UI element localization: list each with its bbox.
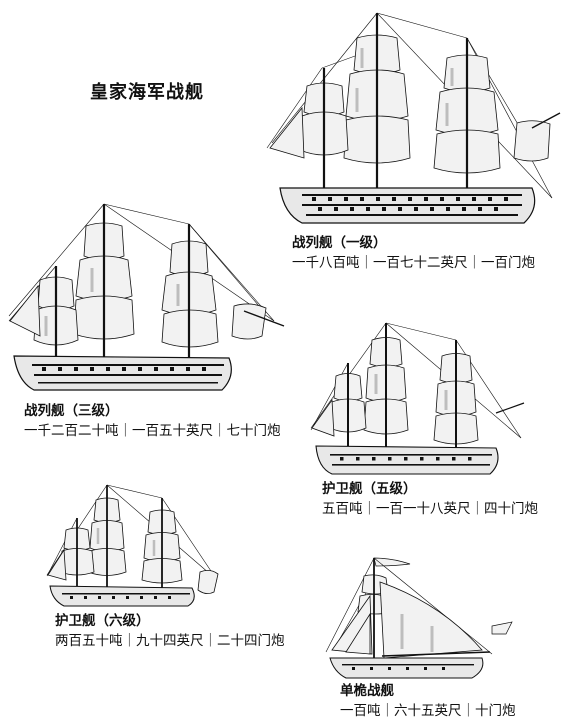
ship-illustration-first-rate (262, 8, 562, 233)
caption-first-rate: 战列舰（一级） 一千八百吨｜一百七十二英尺｜一百门炮 (292, 234, 535, 273)
caption-third-rate: 战列舰（三级） 一千二百二十吨｜一百五十英尺｜七十门炮 (24, 402, 281, 441)
ship-illustration-third-rate (4, 196, 286, 396)
ship-illustration-sloop (322, 554, 522, 682)
ship-spec: 五百吨｜一百一十八英尺｜四十门炮 (322, 500, 538, 517)
page-title: 皇家海军战舰 (90, 82, 204, 103)
ship-spec: 两百五十吨｜九十四英尺｜二十四门炮 (55, 632, 285, 649)
ship-name: 护卫舰（五级） (322, 481, 417, 497)
ship-spec: 一百吨｜六十五英尺｜十门炮 (340, 702, 516, 719)
caption-sloop: 单桅战舰 一百吨｜六十五英尺｜十门炮 (340, 682, 516, 721)
caption-fifth-rate: 护卫舰（五级） 五百吨｜一百一十八英尺｜四十门炮 (322, 480, 538, 519)
ship-illustration-sixth-rate (42, 480, 224, 608)
ship-name: 护卫舰（六级） (55, 613, 150, 629)
ship-name: 战列舰（一级） (292, 235, 387, 251)
ship-spec: 一千二百二十吨｜一百五十英尺｜七十门炮 (24, 422, 281, 439)
ship-name: 单桅战舰 (340, 683, 394, 699)
ship-spec: 一千八百吨｜一百七十二英尺｜一百门炮 (292, 254, 535, 271)
ship-illustration-fifth-rate (306, 318, 528, 476)
caption-sixth-rate: 护卫舰（六级） 两百五十吨｜九十四英尺｜二十四门炮 (55, 612, 285, 651)
ship-name: 战列舰（三级） (24, 403, 119, 419)
